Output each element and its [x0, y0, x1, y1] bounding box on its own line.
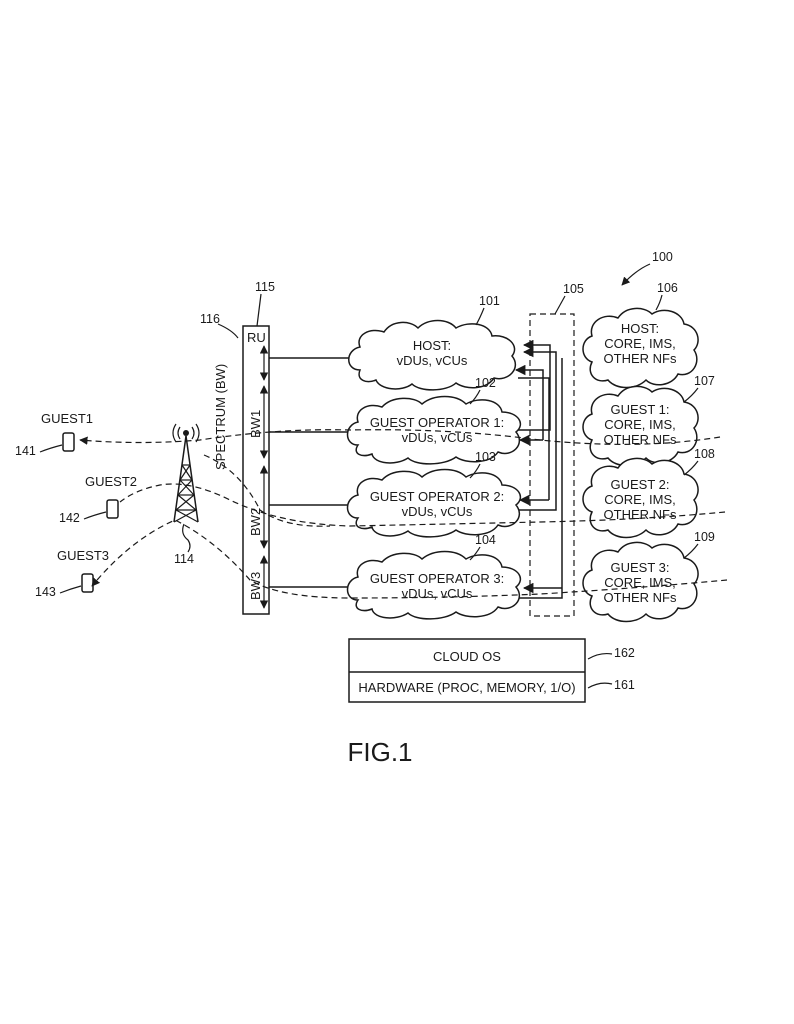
hardware-reference: 161 — [614, 678, 635, 692]
guest1-device: GUEST1 141 — [15, 411, 93, 458]
guest2-label: GUEST2 — [85, 474, 137, 489]
bw3-label: BW3 — [248, 572, 263, 600]
ru-panel: RU BW1 BW2 BW3 115 — [242, 280, 275, 615]
cloud-os-label: CLOUD OS — [433, 649, 501, 664]
guest2-device: GUEST2 142 — [59, 474, 137, 525]
guest3-label: GUEST3 — [57, 548, 109, 563]
switch-box: 105 — [529, 282, 584, 617]
guest1-core-title: GUEST 1: — [610, 402, 669, 417]
spectrum-label: SPECTRUM (BW) — [213, 364, 228, 470]
guest2-core-title: GUEST 2: — [610, 477, 669, 492]
guest3-vran-sub: vDUs, vCUs — [402, 586, 473, 601]
host-core-ref: 106 — [657, 281, 678, 295]
guest1-label: GUEST1 — [41, 411, 93, 426]
guest2-core-ref: 108 — [694, 447, 715, 461]
traffic-paths — [79, 429, 728, 599]
guest2-vran-ref: 103 — [475, 450, 496, 464]
guest1-core-ref: 107 — [694, 374, 715, 388]
spectrum-reference: 116 — [200, 312, 220, 326]
guest1-vran-cloud: GUEST OPERATOR 1: vDUs, vCUs 102 — [346, 376, 522, 465]
host-core-line2: CORE, IMS, — [604, 336, 676, 351]
host-vran-sub: vDUs, vCUs — [397, 353, 468, 368]
guest2-reference: 142 — [59, 511, 80, 525]
switch-arrows — [513, 339, 563, 599]
guest3-vran-ref: 104 — [475, 533, 496, 547]
spectrum-label-group: SPECTRUM (BW) 116 — [200, 312, 239, 470]
guest2-vran-sub: vDUs, vCUs — [402, 504, 473, 519]
cloud-os-stack: CLOUD OS HARDWARE (PROC, MEMORY, 1/O) 16… — [348, 638, 635, 703]
guest3-core-ref: 109 — [694, 530, 715, 544]
system-reference: 100 — [621, 250, 673, 286]
host-vran-cloud: HOST: vDUs, vCUs 101 — [348, 294, 517, 391]
hardware-label: HARDWARE (PROC, MEMORY, 1/O) — [358, 680, 575, 695]
tower-reference: 114 — [174, 552, 194, 566]
cloud-os-reference: 162 — [614, 646, 635, 660]
guest3-reference: 143 — [35, 585, 56, 599]
guest3-core-line3: OTHER NFs — [604, 590, 677, 605]
ru-connectors — [269, 357, 352, 588]
guest2-vran-cloud: GUEST OPERATOR 2: vDUs, vCUs 103 — [346, 450, 522, 538]
bw2-label: BW2 — [248, 508, 263, 536]
svg-text:100: 100 — [652, 250, 673, 264]
host-vran-ref: 101 — [479, 294, 500, 308]
guest3-core-cloud: GUEST 3: CORE, IMS, OTHER NFs 109 — [582, 530, 715, 623]
figure-label: FIG.1 — [347, 737, 412, 767]
bw1-label: BW1 — [248, 410, 263, 438]
switch-reference: 105 — [563, 282, 584, 296]
guest1-vran-sub: vDUs, vCUs — [402, 430, 473, 445]
host-core-line3: OTHER NFs — [604, 351, 677, 366]
host-core-title: HOST: — [621, 321, 659, 336]
guest1-vran-title: GUEST OPERATOR 1: — [370, 415, 504, 430]
guest1-reference: 141 — [15, 444, 36, 458]
host-core-cloud: HOST: CORE, IMS, OTHER NFs 106 — [582, 281, 699, 389]
cell-tower-icon: 114 — [172, 423, 200, 566]
guest3-core-title: GUEST 3: — [610, 560, 669, 575]
guest2-core-cloud: GUEST 2: CORE, IMS, OTHER NFs 108 — [582, 447, 715, 539]
guest3-device: GUEST3 143 — [35, 548, 109, 599]
guest3-vran-title: GUEST OPERATOR 3: — [370, 571, 504, 586]
guest1-vran-ref: 102 — [475, 376, 496, 390]
guest3-core-line2: CORE, IMS, — [604, 575, 676, 590]
guest1-core-line2: CORE, IMS, — [604, 417, 676, 432]
guest3-vran-cloud: GUEST OPERATOR 3: vDUs, vCUs 104 — [346, 533, 522, 620]
guest2-vran-title: GUEST OPERATOR 2: — [370, 489, 504, 504]
svg-text:RU: RU — [247, 330, 266, 345]
host-vran-title: HOST: — [413, 338, 451, 353]
guest1-core-line3: OTHER NFs — [604, 432, 677, 447]
guest2-core-line3: OTHER NFs — [604, 507, 677, 522]
guest2-core-line2: CORE, IMS, — [604, 492, 676, 507]
ru-reference: 115 — [255, 280, 275, 294]
